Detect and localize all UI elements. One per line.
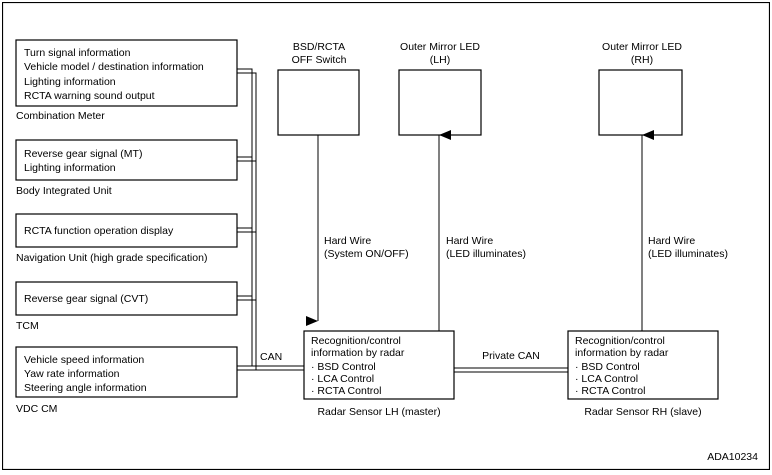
vdc-cm-label: VDC CM [16,403,57,415]
body-integrated-unit-info-1: Reverse gear signal (MT) [24,148,142,160]
body-integrated-unit-info-2: Lighting information [24,162,116,174]
tcm-box [15,281,238,316]
led-rh-box [598,69,683,136]
tcm-label: TCM [16,320,39,332]
navigation-unit-box [15,213,238,248]
radar-lh-label: Radar Sensor LH (master) [317,406,440,418]
vdc-cm-box [15,346,238,398]
private-can-line [454,367,568,373]
led-rh-title-line-2: (RH) [631,54,653,66]
combination-meter-info-2: Vehicle model / destination information [24,61,204,73]
radar-sensor-rh: Recognition/control information by radar… [567,330,719,418]
vdc-cm-info-1: Vehicle speed information [24,354,144,366]
combination-meter-label: Combination Meter [16,110,105,122]
radar-lh-line-4: · LCA Control [311,373,374,385]
switch-wire-label-2: (System ON/OFF) [324,248,409,260]
led-lh-title-line-2: (LH) [430,54,450,66]
radar-rh-box [567,330,719,400]
can-label: CAN [260,351,282,363]
can-bus: CAN [237,68,304,371]
combination-meter-box [15,39,238,107]
radar-lh-line-1: Recognition/control [311,335,401,347]
tcm-info-1: Reverse gear signal (CVT) [24,293,148,305]
private-can-label: Private CAN [482,350,540,362]
outer-mirror-led-lh: Outer Mirror LED (LH) [398,41,482,136]
vdc-cm: Vehicle speed information Yaw rate infor… [15,346,238,415]
led-lh-box [398,69,482,136]
switch-wire-label-1: Hard Wire [324,235,371,247]
can-tap-body-integrated-unit [237,156,256,162]
led-rh-wire-label-1: Hard Wire [648,235,695,247]
can-tap-tcm [237,295,256,301]
switch-title-line-1: BSD/RCTA [293,41,345,53]
can-tap-vdc-cm [237,365,256,371]
switch-title-line-2: OFF Switch [292,54,347,66]
figure-code: ADA10234 [707,451,758,463]
radar-lh-line-5: · RCTA Control [311,385,381,397]
navigation-unit: RCTA function operation display Navigati… [15,213,238,264]
combination-meter-info-1: Turn signal information [24,47,131,59]
radar-rh-line-4: · LCA Control [575,373,638,385]
combination-meter: Turn signal information Vehicle model / … [15,39,238,122]
led-rh-wire-label-2: (LED illuminates) [648,248,728,260]
radar-rh-line-3: · BSD Control [575,361,640,373]
radar-lh-box [303,330,455,400]
bsd-rcta-off-switch: BSD/RCTA OFF Switch [277,41,360,136]
led-rh-title-line-1: Outer Mirror LED [602,41,682,53]
radar-rh-label: Radar Sensor RH (slave) [584,406,701,418]
can-bus-line-outer [237,68,304,367]
led-lh-wire-label-1: Hard Wire [446,235,493,247]
can-tap-navigation-unit [237,227,256,233]
vdc-cm-info-2: Yaw rate information [24,368,120,380]
radar-rh-line-5: · RCTA Control [575,385,645,397]
body-integrated-unit-box [15,139,238,181]
navigation-unit-label: Navigation Unit (high grade specificatio… [16,252,207,264]
body-integrated-unit: Reverse gear signal (MT) Lighting inform… [15,139,238,197]
radar-lh-line-3: · BSD Control [311,361,376,373]
switch-box [277,69,360,136]
radar-rh-line-1: Recognition/control [575,335,665,347]
private-can-bus: Private CAN [454,350,568,373]
outer-mirror-led-rh: Outer Mirror LED (RH) [598,41,683,136]
led-lh-title-line-1: Outer Mirror LED [400,41,480,53]
led-lh-wire-label-2: (LED illuminates) [446,248,526,260]
can-bus-line-inner [237,72,304,371]
radar-rh-line-2: information by radar [575,347,669,359]
body-integrated-unit-label: Body Integrated Unit [16,185,112,197]
navigation-unit-info-1: RCTA function operation display [24,225,174,237]
tcm: Reverse gear signal (CVT) TCM [15,281,238,332]
combination-meter-info-3: Lighting information [24,76,116,88]
vdc-cm-info-3: Steering angle information [24,382,147,394]
combination-meter-info-4: RCTA warning sound output [24,90,155,102]
radar-sensor-lh: Recognition/control information by radar… [303,330,455,418]
radar-lh-line-2: information by radar [311,347,405,359]
